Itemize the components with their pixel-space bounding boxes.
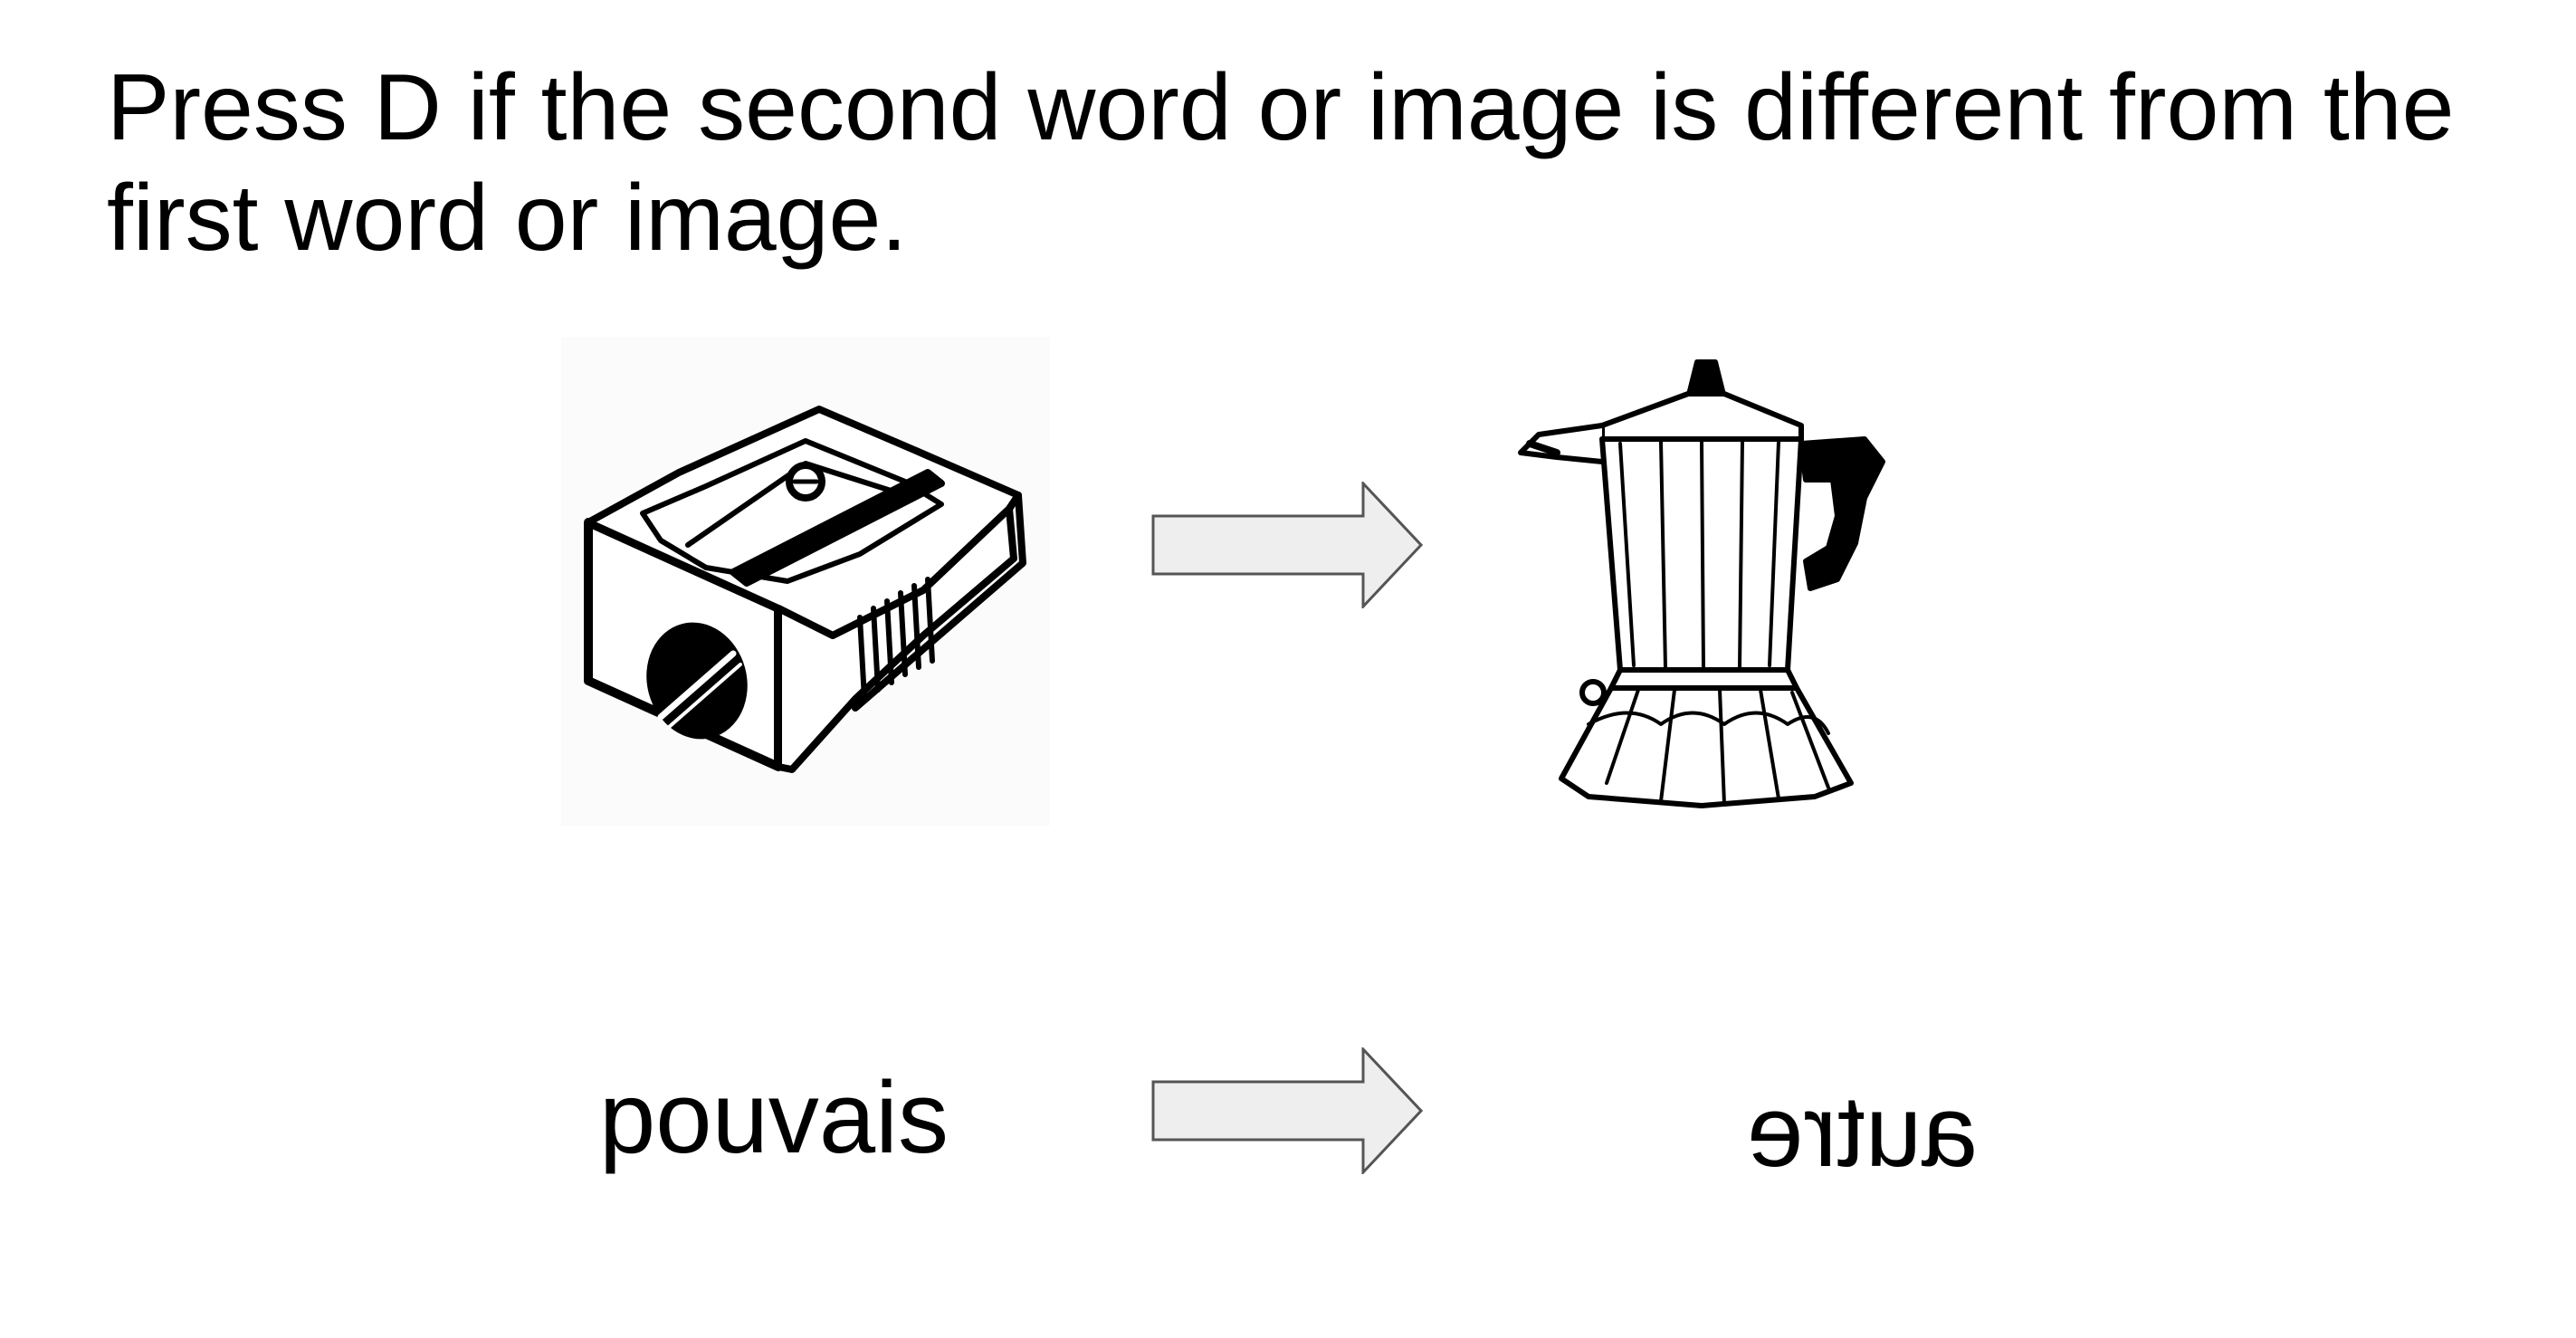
moka-pot-icon (1503, 353, 1928, 815)
right-arrow-icon (1151, 1047, 1423, 1174)
first-word: pouvais (599, 1061, 949, 1174)
instruction-text: Press D if the second word or image is d… (107, 55, 2455, 271)
second-word-mirrored: autre (1747, 1075, 1979, 1188)
right-arrow-icon (1151, 482, 1423, 608)
pencil-sharpener-icon (561, 337, 1050, 826)
